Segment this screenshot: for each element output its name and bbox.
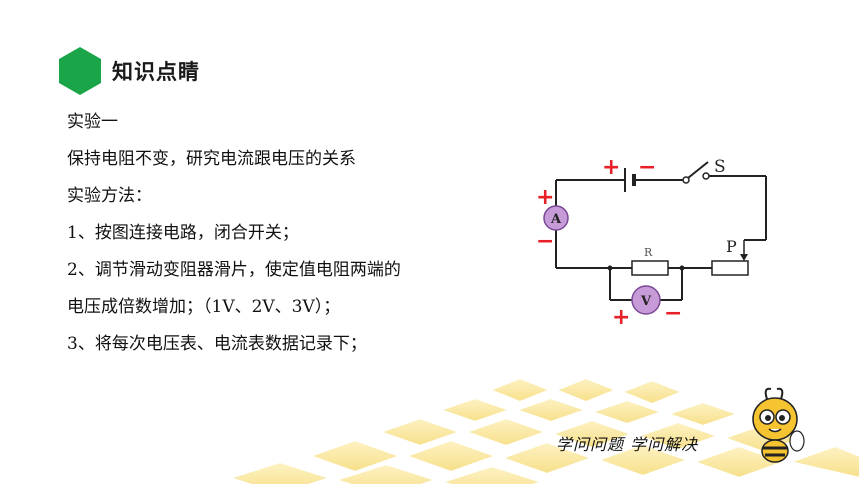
slogan-text: 学问问题 学问解决 <box>556 435 699 454</box>
text-line: 实验一 <box>67 112 118 132</box>
text-line: 实验方法： <box>67 186 152 206</box>
section-title: 知识点睛 <box>112 60 200 84</box>
ammeter-symbol: A <box>543 205 569 231</box>
circuit-diagram: A V S R P + − + − + − <box>536 155 767 328</box>
svg-text:V: V <box>640 294 652 309</box>
voltmeter-plus-sign: + <box>612 305 630 328</box>
text-line: 保持电阻不变，研究电流跟电压的关系 <box>67 149 356 169</box>
battery-symbol <box>624 168 636 192</box>
resistor-label: R <box>644 246 653 259</box>
battery-plus-sign: + <box>602 155 620 180</box>
bee-mascot-icon <box>752 387 805 463</box>
text-line: 3、将每次电压表、电流表数据记录下； <box>67 334 367 354</box>
ammeter-plus-sign: + <box>536 185 554 210</box>
text-line: 2、调节滑动变阻器滑片，使定值电阻两端的 <box>67 260 401 280</box>
honeycomb-decoration <box>226 376 860 484</box>
battery-minus-sign: − <box>638 155 656 180</box>
rheostat-label: P <box>726 237 737 256</box>
switch-symbol <box>682 161 710 184</box>
rheostat-symbol <box>711 240 749 276</box>
content-text: 实验一 保持电阻不变，研究电流跟电压的关系 实验方法： 1、按图连接电路，闭合开… <box>67 104 507 363</box>
text-line: 1、按图连接电路，闭合开关； <box>67 223 299 243</box>
voltmeter-minus-sign: − <box>664 301 682 326</box>
switch-label: S <box>714 157 726 177</box>
ammeter-minus-sign: − <box>536 229 554 254</box>
resistor-symbol <box>631 260 669 276</box>
hexagon-icon <box>59 47 101 95</box>
section-header: 知识点睛 <box>58 46 200 96</box>
voltmeter-symbol: V <box>631 285 661 315</box>
svg-text:A: A <box>550 212 562 227</box>
text-line: 电压成倍数增加；（1V、2V、3V）； <box>67 297 341 317</box>
